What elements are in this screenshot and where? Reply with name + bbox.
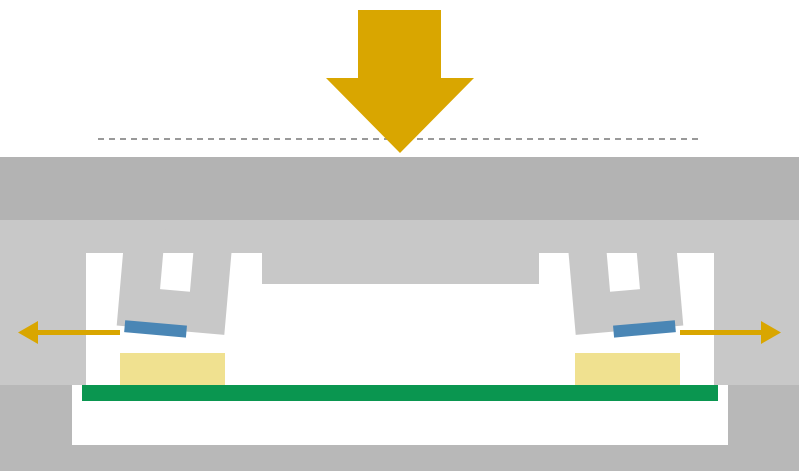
left-blue-pad xyxy=(124,320,187,338)
down-force-arrow-icon xyxy=(326,10,474,153)
top-plate xyxy=(0,157,799,220)
left-leg xyxy=(116,225,234,338)
right-blue-pad xyxy=(613,320,676,338)
right-arrow-icon xyxy=(680,321,781,344)
green-board xyxy=(82,385,718,401)
left-yellow-pad xyxy=(120,353,225,385)
right-leg xyxy=(566,225,684,338)
right-yellow-pad xyxy=(575,353,680,385)
left-arrow-icon xyxy=(18,321,120,344)
center-plunger xyxy=(262,218,539,284)
